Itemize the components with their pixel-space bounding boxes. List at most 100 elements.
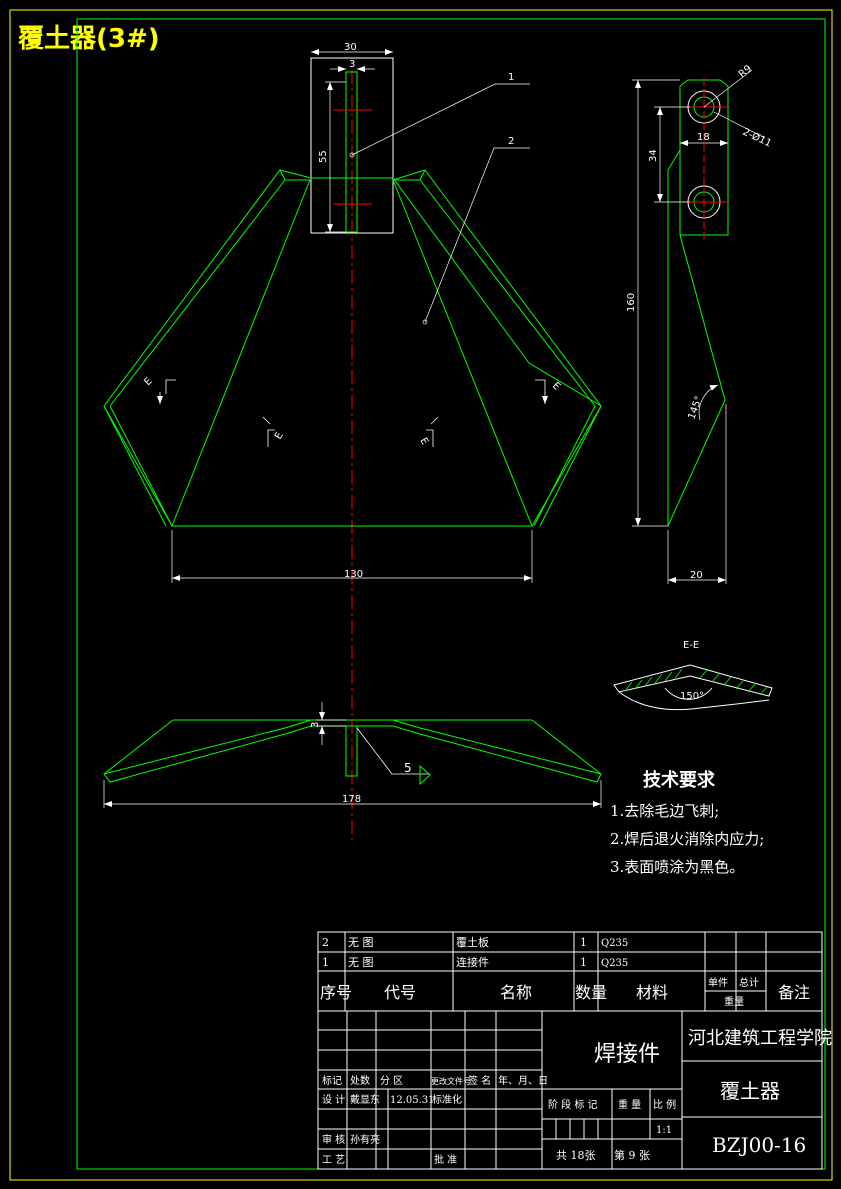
angle-150-label: 150° <box>680 691 704 702</box>
bom-row-1: 1 无 图 连接件 1 Q235 <box>322 956 628 969</box>
dim-160 <box>632 79 680 527</box>
bom-header-no: 序号 <box>320 983 352 1002</box>
tb-label-process: 工 艺 <box>322 1154 345 1166</box>
bom-row-2-no: 2 <box>322 936 329 949</box>
section-ee-hatch <box>624 668 768 696</box>
tb-label-zone: 分 区 <box>380 1075 403 1087</box>
tb-label-standard: 标准化 <box>432 1093 462 1106</box>
bom-row-1-material: Q235 <box>601 958 628 969</box>
tech-item-1: 1.去除毛边飞刺; <box>610 802 719 820</box>
bom-header-remark: 备注 <box>778 983 810 1002</box>
bom-row-1-qty: 1 <box>580 956 587 969</box>
bom-header: 序号 代号 名称 数量 材料 单件 总计 重量 备注 <box>320 976 810 1008</box>
tb-label-stage: 阶 段 标 记 <box>548 1098 598 1111</box>
bom-row-2: 2 无 图 覆土板 1 Q235 <box>322 935 628 949</box>
section-ee-title: E-E <box>683 640 699 651</box>
bom-row-1-code: 无 图 <box>348 956 374 969</box>
dim-130 <box>171 530 533 583</box>
tb-label-date: 年、月、日 <box>498 1074 548 1087</box>
dim-r9 <box>703 69 753 108</box>
weld-triangle <box>419 764 431 786</box>
bom-header-unit: 单件 <box>708 977 728 989</box>
dim-3-bottom <box>316 702 346 745</box>
tb-product: 覆土器 <box>720 1079 780 1103</box>
tb-scale: 1:1 <box>656 1125 672 1136</box>
tb-label-count: 处数 <box>350 1074 370 1087</box>
dim-hole-label: 2-Ø11 <box>741 126 774 150</box>
section-mark-4 <box>535 379 548 404</box>
title-block-labels: 标记 处数 分 区 更改文件号 签 名 年、月、日 设 计 戴显东 12.05.… <box>322 1074 676 1166</box>
tech-item-3: 3.表面喷涂为黑色。 <box>610 858 744 876</box>
section-mark-4-label: E <box>550 380 562 392</box>
tb-label-design: 设 计 <box>322 1093 345 1106</box>
bom-header-weight: 重量 <box>724 995 744 1008</box>
section-mark-3-label: E <box>417 436 430 447</box>
dim-18-label: 18 <box>697 132 710 143</box>
tb-school: 河北建筑工程学院 <box>688 1028 832 1049</box>
bom-header-name: 名称 <box>500 983 532 1002</box>
dim-3-bottom-label: 3 <box>310 722 321 728</box>
dim-20-label: 20 <box>690 570 703 581</box>
angle-145-label: 145° <box>686 395 705 421</box>
section-mark-3 <box>426 416 439 447</box>
tb-label-sign: 签 名 <box>468 1074 491 1087</box>
callout-1-leader <box>349 83 530 158</box>
callout-2: 2 <box>508 136 514 147</box>
tb-label-mark: 标记 <box>322 1075 342 1087</box>
dim-34 <box>654 106 690 203</box>
tb-sheets: 共 18张 <box>556 1149 596 1162</box>
bom-row-2-name: 覆土板 <box>456 935 489 949</box>
outer-frame <box>9 9 833 1181</box>
tb-label-review: 审 核 <box>322 1133 345 1146</box>
dim-178 <box>103 780 602 808</box>
dim-hole <box>713 111 766 139</box>
tb-sheet: 第 9 张 <box>614 1148 650 1162</box>
weld-symbol-5 <box>356 727 430 775</box>
tb-part-name: 焊接件 <box>594 1042 660 1067</box>
bom-row-2-code: 无 图 <box>348 936 374 949</box>
inner-frame <box>76 18 826 1170</box>
section-mark-1-label: E <box>142 376 154 388</box>
dim-178-label: 178 <box>342 794 361 805</box>
tech-item-2: 2.焊后退火消除内应力; <box>610 830 764 848</box>
callout-2-leader <box>422 147 530 325</box>
callout-1: 1 <box>508 72 514 83</box>
dim-130-label: 130 <box>344 569 363 580</box>
tb-design-date: 12.05.31 <box>390 1095 435 1106</box>
bom-header-code: 代号 <box>384 983 416 1002</box>
tb-label-weight: 重 量 <box>618 1098 641 1111</box>
front-view <box>103 57 602 527</box>
tb-reviewer: 孙有亮 <box>350 1133 380 1146</box>
bom-header-qty: 数量 <box>575 983 607 1002</box>
tech-heading: 技术要求 <box>643 769 716 791</box>
section-mark-2-label: E <box>273 431 286 442</box>
section-mark-2 <box>262 416 275 447</box>
dim-55 <box>325 81 346 233</box>
tb-label-scale: 比 例 <box>653 1098 676 1111</box>
drawing-title: 覆土器(3#) <box>18 24 160 54</box>
callout-5: 5 <box>404 761 412 775</box>
dim-55-label: 55 <box>318 150 329 163</box>
side-view <box>667 79 729 527</box>
dim-20 <box>667 404 727 584</box>
tb-drawing-no: BZJ00-16 <box>712 1133 806 1157</box>
top-view <box>103 719 602 783</box>
dim-160-label: 160 <box>626 293 637 312</box>
bom-row-2-qty: 1 <box>580 936 587 949</box>
tb-label-approve: 批 准 <box>434 1153 457 1166</box>
section-ee-view <box>613 664 773 711</box>
dim-3-top-label: 3 <box>349 59 355 70</box>
dim-r9-label: R9 <box>737 63 754 80</box>
title-block-grid <box>317 931 823 1170</box>
bom-row-1-name: 连接件 <box>456 956 489 969</box>
section-mark-1 <box>157 379 176 404</box>
angle-145-arc <box>698 384 719 421</box>
tb-label-doc: 更改文件号 <box>431 1076 471 1086</box>
bom-header-material: 材料 <box>636 983 668 1002</box>
tb-designer: 戴显东 <box>350 1093 380 1106</box>
bom-header-total: 总计 <box>739 976 759 989</box>
bom-row-2-material: Q235 <box>601 938 628 949</box>
bom-row-1-no: 1 <box>322 956 329 969</box>
dim-30-label: 30 <box>344 42 357 53</box>
